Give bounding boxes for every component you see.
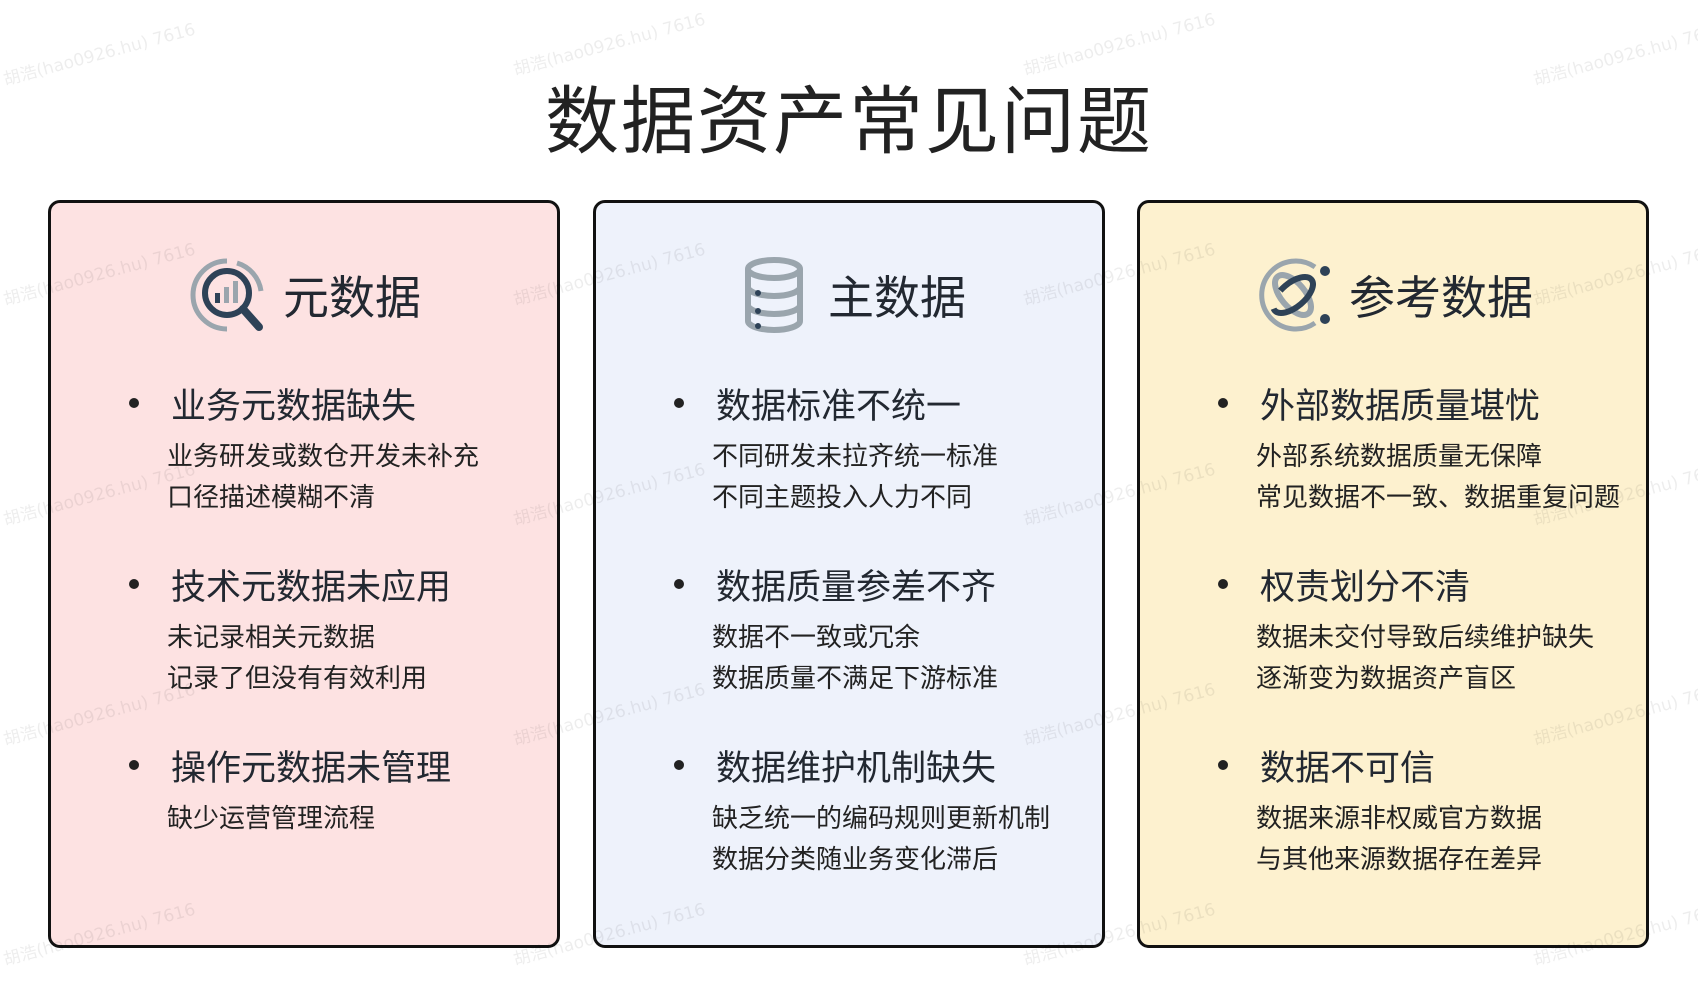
issue-title: 操作元数据未管理 — [129, 740, 547, 791]
card-heading: 元数据 — [283, 271, 421, 325]
issue-item: 技术元数据未应用未记录相关元数据记录了但没有有效利用 — [129, 559, 547, 700]
issue-detail: 逐渐变为数据资产盲区 — [1256, 664, 1517, 694]
card-reference-data: 参考数据 外部数据质量堪忧外部系统数据质量无保障常见数据不一致、数据重复问题权责… — [1137, 200, 1649, 948]
issue-detail: 数据不一致或冗余 — [712, 623, 921, 653]
issue-title: 数据标准不统一 — [674, 378, 1092, 429]
issue-list: 数据标准不统一不同研发未拉齐统一标准不同主题投入人力不同数据质量参差不齐数据不一… — [674, 378, 1092, 921]
issue-item: 操作元数据未管理缺少运营管理流程 — [129, 740, 547, 840]
issue-detail: 常见数据不一致、数据重复问题 — [1256, 483, 1621, 513]
issue-detail: 数据来源非权威官方数据 — [1256, 804, 1543, 834]
card-heading: 参考数据 — [1349, 271, 1533, 325]
issue-title: 数据不可信 — [1218, 740, 1636, 791]
issue-detail: 不同研发未拉齐统一标准 — [712, 442, 999, 472]
issue-list: 外部数据质量堪忧外部系统数据质量无保障常见数据不一致、数据重复问题权责划分不清数… — [1218, 378, 1636, 921]
issue-title: 数据维护机制缺失 — [674, 740, 1092, 791]
issue-detail: 缺少运营管理流程 — [167, 804, 376, 834]
issue-detail: 记录了但没有有效利用 — [167, 664, 428, 694]
issue-item: 数据标准不统一不同研发未拉齐统一标准不同主题投入人力不同 — [674, 378, 1092, 519]
issue-list: 业务元数据缺失业务研发或数仓开发未补充口径描述模糊不清技术元数据未应用未记录相关… — [129, 378, 547, 880]
page-title: 数据资产常见问题 — [545, 79, 1153, 165]
card-master-data: 主数据 数据标准不统一不同研发未拉齐统一标准不同主题投入人力不同数据质量参差不齐… — [593, 200, 1105, 948]
issue-item: 权责划分不清数据未交付导致后续维护缺失逐渐变为数据资产盲区 — [1218, 559, 1636, 700]
issue-item: 数据不可信数据来源非权威官方数据与其他来源数据存在差异 — [1218, 740, 1636, 881]
issue-detail: 不同主题投入人力不同 — [712, 483, 973, 513]
issue-item: 业务元数据缺失业务研发或数仓开发未补充口径描述模糊不清 — [129, 378, 547, 519]
issue-title: 数据质量参差不齐 — [674, 559, 1092, 610]
issue-detail: 与其他来源数据存在差异 — [1256, 845, 1543, 875]
orbit-icon — [1259, 258, 1330, 332]
card-metadata: 元数据 业务元数据缺失业务研发或数仓开发未补充口径描述模糊不清技术元数据未应用未… — [48, 200, 560, 948]
issue-title: 技术元数据未应用 — [129, 559, 547, 610]
card-heading: 主数据 — [828, 271, 966, 325]
issue-title: 业务元数据缺失 — [129, 378, 547, 429]
issue-item: 数据维护机制缺失缺乏统一的编码规则更新机制数据分类随业务变化滞后 — [674, 740, 1092, 881]
issue-detail: 外部系统数据质量无保障 — [1256, 442, 1543, 472]
issue-detail: 数据未交付导致后续维护缺失 — [1256, 623, 1595, 653]
issue-detail: 业务研发或数仓开发未补充 — [167, 442, 480, 472]
database-icon — [745, 257, 803, 334]
issue-item: 外部数据质量堪忧外部系统数据质量无保障常见数据不一致、数据重复问题 — [1218, 378, 1636, 519]
issue-item: 数据质量参差不齐数据不一致或冗余数据质量不满足下游标准 — [674, 559, 1092, 700]
issue-detail: 数据分类随业务变化滞后 — [712, 845, 999, 875]
issue-title: 权责划分不清 — [1218, 559, 1636, 610]
issue-detail: 未记录相关元数据 — [167, 623, 376, 653]
issue-detail: 数据质量不满足下游标准 — [712, 664, 999, 694]
issue-detail: 缺乏统一的编码规则更新机制 — [712, 804, 1051, 834]
issue-detail: 口径描述模糊不清 — [167, 483, 376, 513]
magnifier-chart-icon — [190, 258, 264, 332]
issue-title: 外部数据质量堪忧 — [1218, 378, 1636, 429]
